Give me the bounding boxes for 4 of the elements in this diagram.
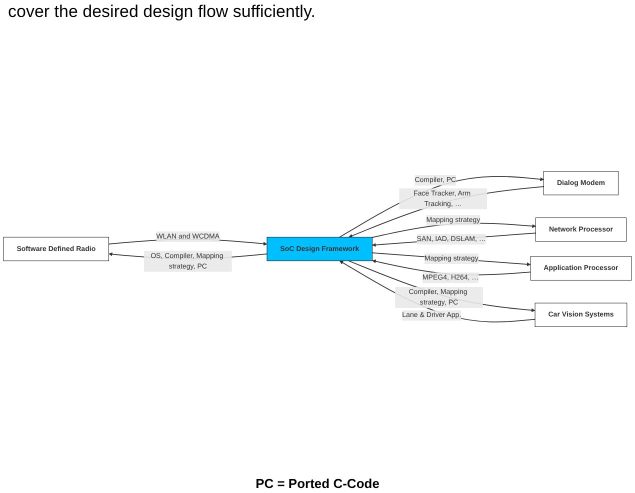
heading-text: cover the desired design flow sufficiently. (8, 2, 316, 22)
arrow (372, 232, 536, 247)
arrow (372, 252, 531, 266)
footnote: PC = Ported C-Code (254, 476, 380, 491)
